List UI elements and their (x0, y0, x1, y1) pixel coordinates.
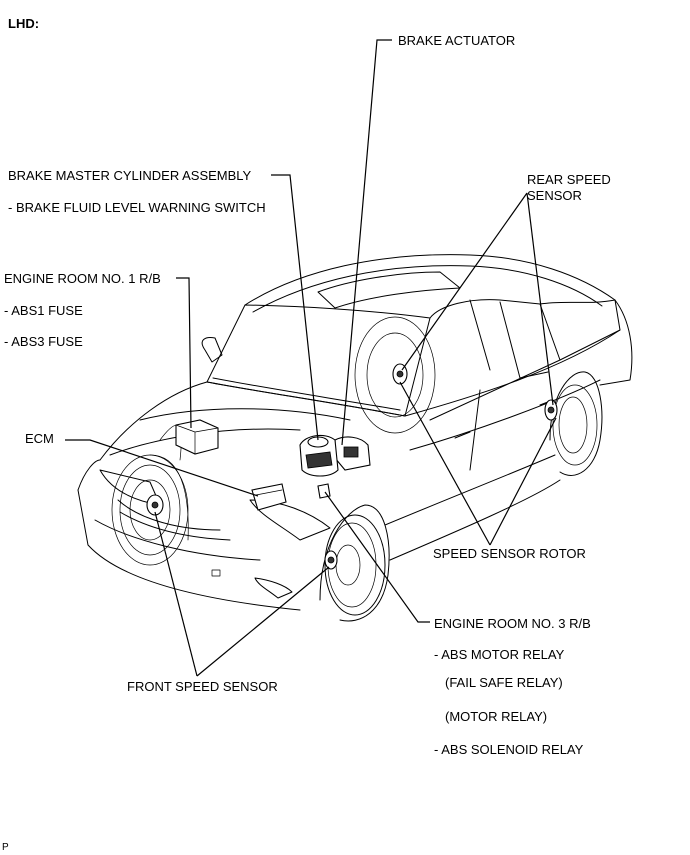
label-ecm: ECM (25, 431, 54, 446)
rear-right-speed-sensor (544, 399, 558, 421)
brake-master-cylinder-unit (299, 434, 339, 477)
rear-right-wheel (549, 371, 603, 476)
ecm-unit (251, 483, 287, 511)
brake-actuator-unit (334, 436, 371, 471)
label-rear-speed-sensor-line2: SENSOR (527, 188, 582, 203)
leader-lines (65, 39, 557, 677)
label-brake-master-cylinder: BRAKE MASTER CYLINDER ASSEMBLY (8, 168, 252, 183)
label-brake-actuator: BRAKE ACTUATOR (398, 33, 516, 48)
rear-left-speed-sensor (392, 363, 408, 385)
label-fail-safe-relay: (FAIL SAFE RELAY) (445, 675, 563, 690)
rear-left-wheel (354, 316, 436, 434)
label-abs-motor-relay: - ABS MOTOR RELAY (434, 647, 565, 662)
label-brake-fluid-switch: - BRAKE FLUID LEVEL WARNING SWITCH (8, 200, 266, 215)
label-front-speed-sensor: FRONT SPEED SENSOR (127, 679, 278, 694)
label-abs-solenoid-relay: - ABS SOLENOID RELAY (434, 742, 584, 757)
view-label: LHD: (8, 16, 40, 31)
engine-room-no1-rb (175, 419, 219, 455)
label-motor-relay: (MOTOR RELAY) (445, 709, 548, 724)
label-engine-room-no3-rb: ENGINE ROOM NO. 3 R/B (434, 616, 591, 631)
footer-mark: P (2, 842, 9, 853)
front-right-speed-sensor (324, 550, 338, 570)
label-abs1-fuse: - ABS1 FUSE (4, 303, 83, 318)
front-left-wheel (111, 425, 189, 566)
label-speed-sensor-rotor: SPEED SENSOR ROTOR (433, 546, 586, 561)
front-left-speed-sensor (146, 494, 164, 516)
label-rear-speed-sensor-line1: REAR SPEED (527, 172, 611, 187)
label-abs3-fuse: - ABS3 FUSE (4, 334, 83, 349)
label-engine-room-no1-rb: ENGINE ROOM NO. 1 R/B (4, 271, 161, 286)
